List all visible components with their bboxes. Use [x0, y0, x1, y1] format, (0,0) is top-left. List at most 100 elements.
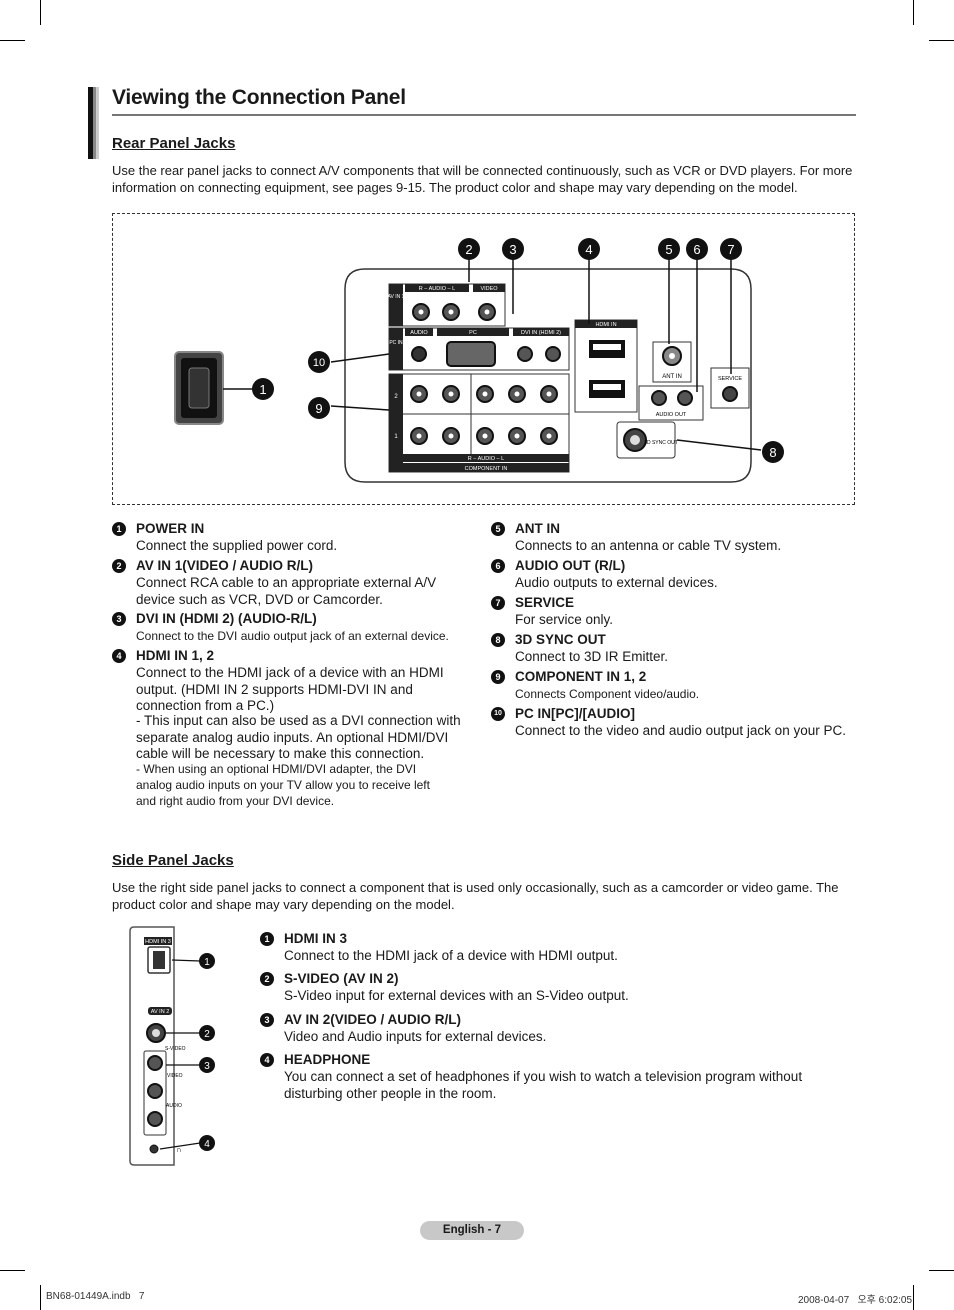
component-in-block: 2 1 R – AUDIO – L COMPONENT IN: [388, 373, 570, 473]
item-heading: S-VIDEO (AV IN 2): [284, 971, 399, 986]
component-audio-label: R – AUDIO – L: [468, 456, 504, 462]
title-divider: [112, 114, 856, 116]
item-description: Connect to the video and audio output ja…: [515, 723, 846, 738]
item-heading: PC IN[PC]/[AUDIO]: [515, 706, 635, 721]
crop-mark: [0, 1270, 25, 1271]
side-item-s-video: 2 S-VIDEO (AV IN 2) S-Video input for ex…: [260, 971, 856, 1005]
hdmi-in-3-label: HDMI IN 3: [145, 939, 171, 945]
hdmi-in-block: HDMI IN: [574, 319, 638, 413]
page-number-badge: English - 7: [420, 1221, 524, 1240]
ant-in-label: ANT IN: [662, 374, 682, 380]
vga-port-icon: [446, 341, 496, 367]
item-number: 7: [491, 596, 505, 610]
item-description: Connect to the HDMI jack of a device wit…: [136, 665, 444, 713]
item-number: 1: [112, 522, 126, 536]
side-callout-4: [199, 1135, 215, 1151]
svg-text:9: 9: [315, 401, 322, 416]
side-callout-3: [199, 1057, 215, 1073]
note-text: - This input can also be used as a DVI c…: [136, 713, 461, 761]
svg-text:10: 10: [313, 357, 325, 369]
sync-out-block: 3D SYNC OUT: [616, 421, 678, 459]
svg-text:6: 6: [693, 242, 700, 257]
side-callout-2: [199, 1025, 215, 1041]
svg-text:1: 1: [204, 957, 210, 968]
component-row-2-label: 2: [394, 394, 398, 400]
svg-text:3: 3: [204, 1061, 210, 1072]
s-video-label: S-VIDEO: [165, 1046, 186, 1052]
pc-in-label: PC IN: [389, 340, 403, 346]
page-title: Viewing the Connection Panel: [112, 86, 406, 109]
print-slug: BN68-01449A.indb 7: [46, 1291, 145, 1302]
item-heading: ANT IN: [515, 521, 560, 536]
rear-intro: Use the rear panel jacks to connect A/V …: [112, 163, 853, 195]
side-item-headphone: 4 HEADPHONE You can connect a set of hea…: [260, 1052, 856, 1104]
item-heading: POWER IN: [136, 521, 205, 536]
component-row-1-label: 1: [394, 434, 398, 440]
audio-label: AUDIO: [410, 330, 428, 336]
item-number: 3: [260, 1013, 274, 1027]
item-description: Connects Component video/audio.: [515, 687, 700, 701]
side-intro: Use the right side panel jacks to connec…: [112, 880, 839, 912]
sync-out-label: 3D SYNC OUT: [644, 440, 678, 446]
crop-mark: [929, 40, 954, 41]
av-in-1-label: AV IN 1: [388, 294, 405, 300]
callout-1: [252, 378, 274, 400]
item-description: Connect to the HDMI jack of a device wit…: [284, 948, 618, 963]
item-description: Connect to the DVI audio output jack of …: [136, 629, 449, 643]
crop-mark: [913, 1285, 914, 1310]
callout-markers: 1 2 3 4 5 6 7 8 9 10: [252, 238, 784, 463]
headphone-jack-icon: [149, 1144, 159, 1154]
hdmi-in-label: HDMI IN: [595, 322, 616, 328]
callout-7: [720, 238, 742, 260]
svg-text:5: 5: [665, 242, 672, 257]
service-label: SERVICE: [718, 376, 742, 382]
headphone-icon: ∩: [176, 1145, 182, 1154]
rear-item-dvi-in: 3 DVI IN (HDMI 2) (AUDIO-R/L) Connect to…: [112, 611, 482, 645]
side-callout-markers: 1 2 3 4: [199, 953, 215, 1151]
item-number: 8: [491, 633, 505, 647]
item-number: 2: [112, 559, 126, 573]
rear-section-title: Rear Panel Jacks: [112, 135, 236, 152]
ant-in-block: ANT IN: [652, 341, 692, 383]
rear-panel-diagram: AV IN 1 R – AUDIO – L VIDEO PC IN AUDIO …: [112, 213, 855, 505]
side-panel-illustration: HDMI IN 3 AV IN 2 S-VIDEO VIDEO AUDIO ∩ …: [129, 926, 215, 1166]
svg-text:3: 3: [509, 242, 516, 257]
item-heading: 3D SYNC OUT: [515, 632, 606, 647]
item-number: 10: [491, 707, 505, 721]
item-description: For service only.: [515, 612, 614, 627]
hdmi-note-dvi: - This input can also be used as a DVI c…: [112, 713, 482, 763]
side-callout-1: [199, 953, 215, 969]
item-heading: AV IN 1(VIDEO / AUDIO R/L): [136, 558, 314, 573]
item-heading: SERVICE: [515, 595, 575, 610]
svg-text:2: 2: [204, 1029, 210, 1040]
rear-item-power-in: 1 POWER IN Connect the supplied power co…: [112, 521, 482, 555]
item-description: You can connect a set of headphones if y…: [284, 1069, 803, 1101]
item-heading: HDMI IN 1, 2: [136, 648, 215, 663]
rear-item-pc-in: 10 PC IN[PC]/[AUDIO] Connect to the vide…: [491, 706, 861, 740]
callout-8: [762, 441, 784, 463]
callout-10: [308, 351, 330, 373]
item-description: Connect RCA cable to an appropriate exte…: [136, 575, 437, 607]
crop-mark: [913, 0, 914, 25]
item-heading: AV IN 2(VIDEO / AUDIO R/L): [284, 1012, 462, 1027]
av-in-2-label: AV IN 2: [151, 1009, 170, 1015]
hdmi-note-adapter: - When using an optional HDMI/DVI adapte…: [112, 761, 482, 811]
item-description: Audio outputs to external devices.: [515, 575, 718, 590]
item-description: Connect to 3D IR Emitter.: [515, 649, 669, 664]
callout-9: [308, 397, 330, 419]
item-heading: HDMI IN 3: [284, 931, 348, 946]
side-video-label: VIDEO: [167, 1073, 183, 1079]
callout-6: [686, 238, 708, 260]
item-heading: AUDIO OUT (R/L): [515, 558, 626, 573]
service-block: SERVICE: [710, 367, 750, 409]
item-number: 4: [112, 649, 126, 663]
item-number: 9: [491, 670, 505, 684]
title-accent-bar: [88, 87, 103, 159]
svg-text:2: 2: [465, 242, 472, 257]
audio-out-block: AUDIO OUT: [638, 385, 704, 421]
note-text: - When using an optional HDMI/DVI adapte…: [136, 762, 430, 808]
item-number: 4: [260, 1053, 274, 1067]
crop-mark: [40, 0, 41, 25]
av-in-1-block: AV IN 1 R – AUDIO – L VIDEO: [388, 283, 506, 327]
crop-mark: [929, 1270, 954, 1271]
